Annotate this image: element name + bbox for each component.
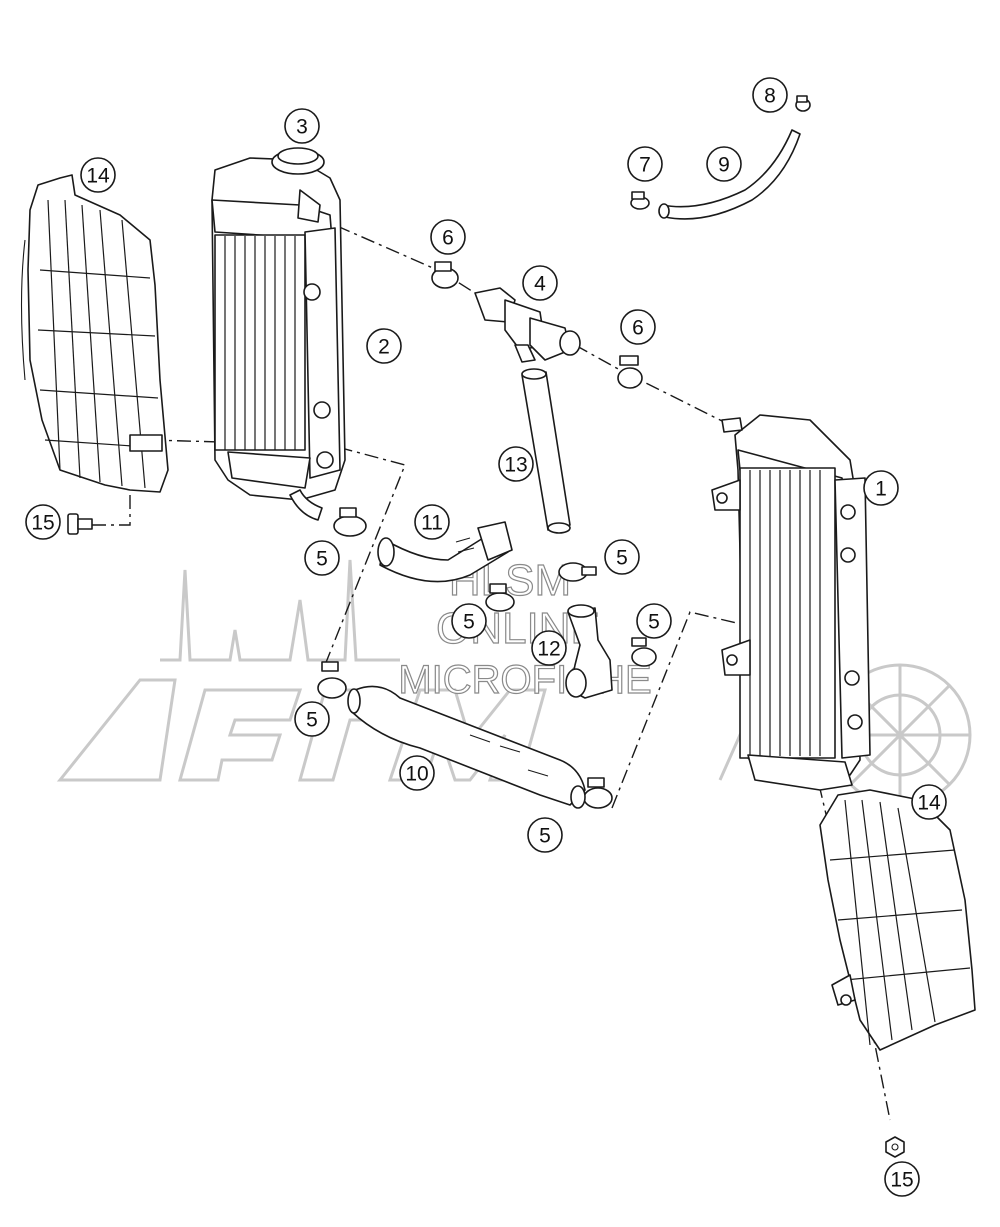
callout-circle: [636, 603, 672, 639]
callout-number: 5: [648, 611, 660, 634]
callout-c7: 7: [627, 146, 663, 182]
hose-clip-5-a: [333, 507, 367, 537]
hose-10-long: [347, 685, 586, 809]
callout-circle: [366, 328, 402, 364]
callout-number: 13: [504, 454, 527, 477]
callout-number: 14: [86, 165, 110, 188]
callout-circle: [522, 265, 558, 301]
callout-c6b: 6: [620, 309, 656, 345]
callout-circle: [304, 540, 340, 576]
callout-c9: 9: [706, 146, 742, 182]
callout-number: 5: [306, 709, 318, 732]
hose-clip-8: [795, 95, 811, 112]
callout-circle: [706, 146, 742, 182]
callout-circle: [863, 470, 899, 506]
hose-clip-5-c: [485, 583, 515, 612]
callout-circle: [451, 603, 487, 639]
callout-c12: 12: [531, 630, 567, 666]
callout-circle: [294, 701, 330, 737]
callout-number: 3: [296, 116, 308, 139]
hose-clip-5-b: [558, 562, 597, 582]
callout-c4: 4: [522, 265, 558, 301]
callout-number: 4: [534, 273, 546, 296]
callout-number: 5: [539, 825, 551, 848]
coolant-pipe: [521, 368, 571, 534]
callout-c14b: 14: [911, 784, 947, 820]
callout-number: 6: [442, 227, 454, 250]
callout-c5c: 5: [451, 603, 487, 639]
callout-c11: 11: [414, 504, 450, 540]
callout-circle: [284, 108, 320, 144]
callout-number: 1: [875, 478, 887, 501]
callout-number: 12: [537, 638, 560, 661]
radiator-guard-left: [20, 174, 169, 493]
callout-circle: [911, 784, 947, 820]
radiator-cap: [271, 147, 325, 175]
watermark-line-3: MICROFICHE: [398, 658, 651, 702]
callout-number: 5: [316, 548, 328, 571]
callout-circle: [752, 77, 788, 113]
callout-circle: [884, 1161, 920, 1197]
callout-circle: [430, 219, 466, 255]
callout-c5a: 5: [304, 540, 340, 576]
hose-11-elbow: [377, 521, 513, 583]
callout-number: 10: [405, 763, 428, 786]
hose-clip-5-e: [317, 661, 347, 699]
callout-c5e: 5: [294, 701, 330, 737]
callout-c1: 1: [863, 470, 899, 506]
hose-clip-6-right: [617, 355, 643, 389]
callout-number: 15: [31, 512, 54, 535]
callout-circle: [414, 504, 450, 540]
callout-c3: 3: [284, 108, 320, 144]
hose-12: [565, 604, 613, 699]
callout-number: 11: [421, 512, 443, 535]
callout-number: 14: [917, 792, 941, 815]
callout-c8: 8: [752, 77, 788, 113]
hose-clip-6-upper: [431, 261, 459, 289]
callout-circle: [604, 539, 640, 575]
callout-c2: 2: [366, 328, 402, 364]
radiator-left: [211, 157, 346, 521]
radiator-right: [711, 414, 871, 791]
bolt-left: [67, 513, 93, 535]
callout-c5b: 5: [604, 539, 640, 575]
hose-clip-5-d: [631, 637, 657, 667]
callout-number: 2: [378, 336, 390, 359]
thermostat-housing: [474, 287, 581, 363]
hose-9: [658, 129, 801, 220]
callout-circle: [531, 630, 567, 666]
callout-number: 9: [718, 154, 730, 177]
callout-c10: 10: [399, 755, 435, 791]
callout-c15a: 15: [25, 504, 61, 540]
callout-c15b: 15: [884, 1161, 920, 1197]
callout-circle: [498, 446, 534, 482]
callout-circle: [527, 817, 563, 853]
radiator-guard-right: [819, 789, 976, 1051]
callout-c5d: 5: [636, 603, 672, 639]
nut-right: [885, 1136, 905, 1158]
callout-c14a: 14: [80, 157, 116, 193]
callout-c13: 13: [498, 446, 534, 482]
callout-circle: [399, 755, 435, 791]
callout-c5f: 5: [527, 817, 563, 853]
callout-number: 8: [764, 85, 776, 108]
callout-circle: [80, 157, 116, 193]
hose-clip-7: [630, 191, 650, 210]
callout-number: 5: [616, 547, 628, 570]
hose-clip-5-f: [583, 777, 613, 809]
callout-number: 7: [639, 154, 651, 177]
callout-circle: [627, 146, 663, 182]
callout-number: 5: [463, 611, 475, 634]
callout-circle: [25, 504, 61, 540]
callout-number: 15: [890, 1169, 913, 1192]
callout-number: 6: [632, 317, 644, 340]
callout-c6a: 6: [430, 219, 466, 255]
callout-circle: [620, 309, 656, 345]
